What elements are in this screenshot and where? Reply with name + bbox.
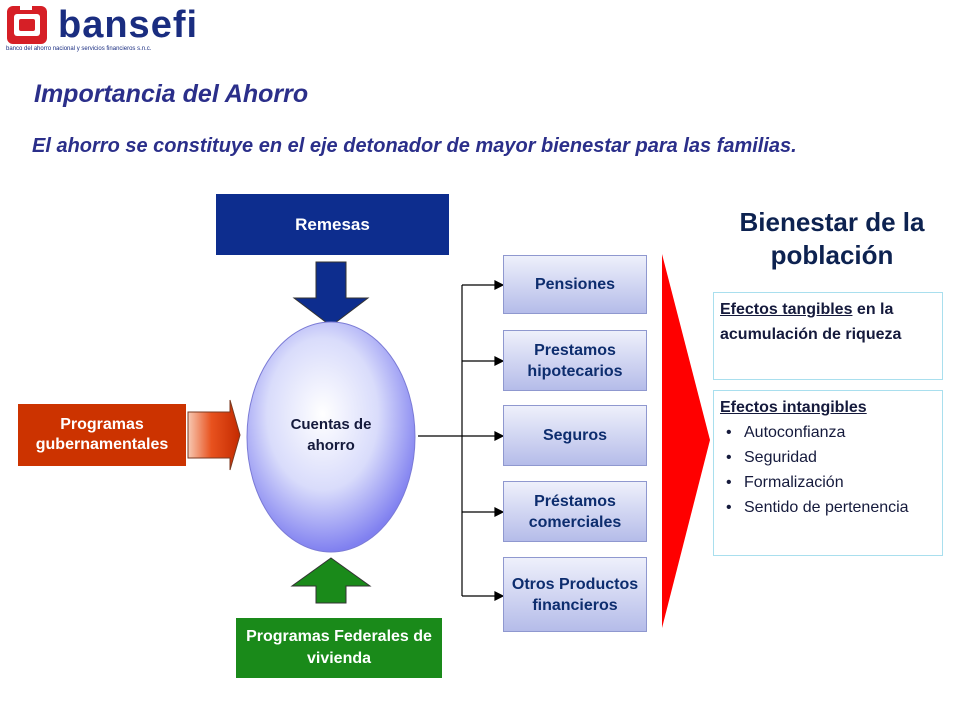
connector-lines bbox=[418, 285, 463, 596]
bullet-icon: • bbox=[726, 449, 732, 466]
page-subtitle: El ahorro se constituye en el eje detona… bbox=[32, 135, 797, 157]
cuentas-ellipse bbox=[246, 321, 416, 553]
bullet-icon: • bbox=[726, 499, 732, 516]
green-up-arrow-icon bbox=[290, 557, 372, 604]
efectos-tangibles-box: Efectos tangibles en la acumulación de r… bbox=[713, 292, 943, 380]
intangible-item-text: Formalización bbox=[744, 474, 844, 491]
efectos-tangibles-text: en la acumulación de riqueza bbox=[720, 301, 902, 343]
programas-federales-box: Programas Federales de vivienda bbox=[236, 618, 442, 678]
intangible-item-text: Autoconfianza bbox=[744, 424, 846, 441]
intangible-item: • Formalización bbox=[720, 470, 936, 495]
product-box-otros: Otros Productos financieros bbox=[503, 557, 647, 632]
product-box-seguros: Seguros bbox=[503, 405, 647, 466]
product-box-pensiones: Pensiones bbox=[503, 255, 647, 314]
bullet-icon: • bbox=[726, 474, 732, 491]
intangible-item-text: Seguridad bbox=[744, 449, 817, 466]
intangible-item: • Seguridad bbox=[720, 445, 936, 470]
efectos-intangibles-box: Efectos intangibles • Autoconfianza • Segu… bbox=[713, 390, 943, 556]
logo-tagline: banco del ahorro nacional y servicios fi… bbox=[6, 46, 152, 52]
bienestar-heading: Bienestar de la población bbox=[739, 207, 925, 270]
connector-arrows bbox=[462, 280, 505, 601]
intangible-item-text: Sentido de pertenencia bbox=[744, 499, 909, 516]
efectos-intangibles-heading: Efectos intangibles bbox=[720, 399, 867, 416]
programas-gubernamentales-box: Programas gubernamentales bbox=[18, 404, 186, 466]
intangible-item: • Autoconfianza bbox=[720, 420, 936, 445]
logo-wordmark: bansefi bbox=[58, 4, 199, 46]
efectos-tangibles-label: Efectos tangibles bbox=[720, 301, 853, 318]
blue-down-arrow-icon bbox=[292, 261, 370, 327]
bullet-icon: • bbox=[726, 424, 732, 441]
remesas-box: Remesas bbox=[216, 194, 449, 255]
product-box-comerciales: Préstamos comerciales bbox=[503, 481, 647, 542]
page-title: Importancia del Ahorro bbox=[34, 80, 309, 108]
red-funnel-arrow-icon bbox=[662, 254, 710, 628]
cuentas-label: Cuentas de ahorro bbox=[290, 416, 372, 454]
intangible-item: • Sentido de pertenencia bbox=[720, 495, 936, 520]
product-box-hipotecarios: Prestamos hipotecarios bbox=[503, 330, 647, 391]
bansefi-logo: bansefi banco del ahorro nacional y serv… bbox=[6, 4, 199, 54]
logo-mark-icon bbox=[7, 4, 47, 44]
red-right-arrow-icon bbox=[187, 399, 241, 471]
